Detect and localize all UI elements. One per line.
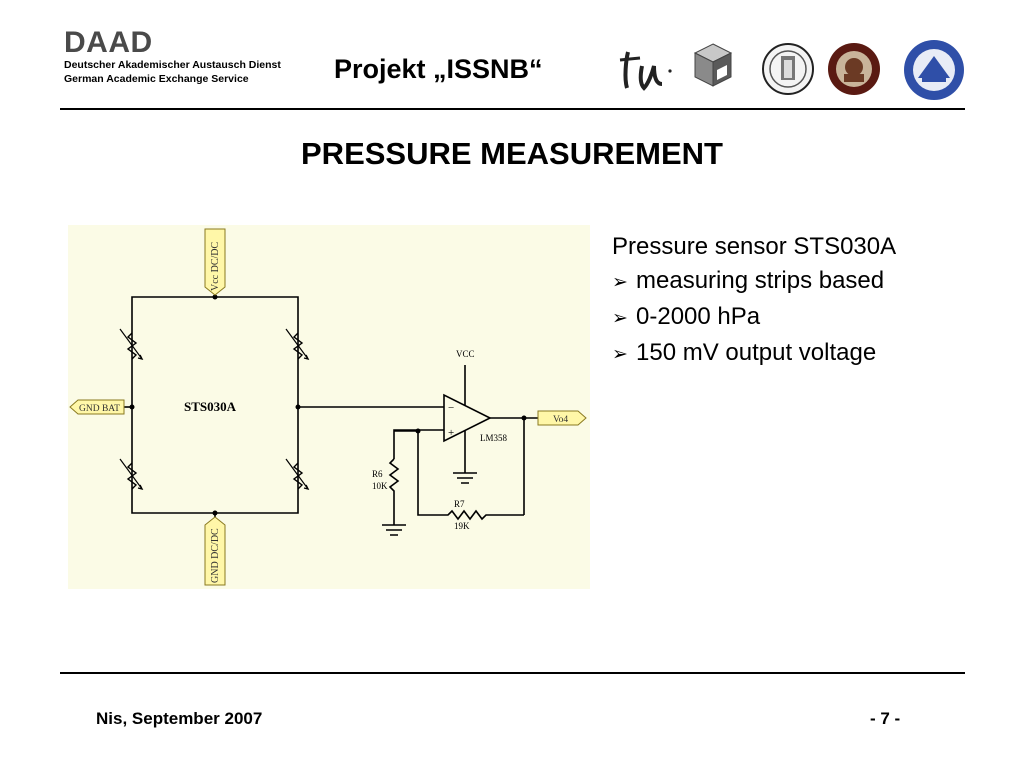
- bullet-item: ➢150 mV output voltage: [612, 336, 896, 372]
- partner-logos: [619, 40, 964, 100]
- sensor-label: STS030A: [184, 399, 237, 414]
- project-title: Projekt „ISSNB“: [334, 54, 543, 84]
- page-number: - 7 -: [870, 709, 901, 728]
- port-vcc-dcdc: Vcc DC/DC: [204, 228, 226, 296]
- vcc-label: VCC: [456, 349, 475, 359]
- bullet-arrow-icon: ➢: [612, 308, 628, 329]
- bullet-item: ➢measuring strips based: [612, 264, 896, 300]
- strain-gauge-top-left: [119, 328, 144, 361]
- bullet-list: Pressure sensor STS030A ➢measuring strip…: [612, 230, 896, 372]
- footer-divider: [60, 672, 965, 674]
- svg-text:Vcc DC/DC: Vcc DC/DC: [210, 242, 221, 291]
- svg-text:GND BAT: GND BAT: [79, 404, 120, 414]
- bullet-item: ➢0-2000 hPa: [612, 300, 896, 336]
- university-seal-1-icon: [762, 43, 814, 95]
- svg-text:Vo4: Vo4: [553, 415, 568, 425]
- port-gnd-bat: GND BAT: [69, 399, 125, 415]
- daad-subtitle-de: Deutscher Akademischer Austausch Dienst: [64, 59, 281, 71]
- footer-date: Nis, September 2007: [96, 709, 263, 728]
- r6-value: 10K: [372, 481, 388, 491]
- r7-name: R7: [454, 499, 465, 509]
- circuit-diagram: Vcc DC/DC GND DC/DC GND BAT Vo4 STS030A …: [68, 225, 590, 589]
- header-divider: [60, 108, 965, 110]
- r6-name: R6: [372, 469, 383, 479]
- opamp-minus: −: [448, 402, 454, 414]
- university-nis-seal-icon: [828, 43, 880, 95]
- r7-value: 19K: [454, 521, 470, 531]
- bullet-arrow-icon: ➢: [612, 272, 628, 293]
- bullet-arrow-icon: ➢: [612, 344, 628, 365]
- cube-logo-icon: [693, 43, 733, 87]
- daad-logo: DAAD: [64, 26, 153, 59]
- bullet-lead: Pressure sensor STS030A: [612, 233, 897, 260]
- port-gnd-dcdc: GND DC/DC: [204, 516, 226, 586]
- opamp-label: LM358: [480, 433, 508, 443]
- strain-gauge-bottom-right: [285, 458, 310, 491]
- strain-gauge-bottom-left: [119, 458, 144, 491]
- tu-logo-icon: [619, 51, 672, 91]
- opamp-plus: +: [448, 427, 454, 439]
- strain-gauge-top-right: [285, 328, 310, 361]
- daad-subtitle-en: German Academic Exchange Service: [64, 73, 249, 85]
- university-banja-luka-seal-icon: [904, 40, 964, 100]
- svg-text:GND DC/DC: GND DC/DC: [210, 528, 221, 583]
- port-vo4: Vo4: [537, 410, 587, 426]
- slide-title: PRESSURE MEASUREMENT: [301, 136, 723, 171]
